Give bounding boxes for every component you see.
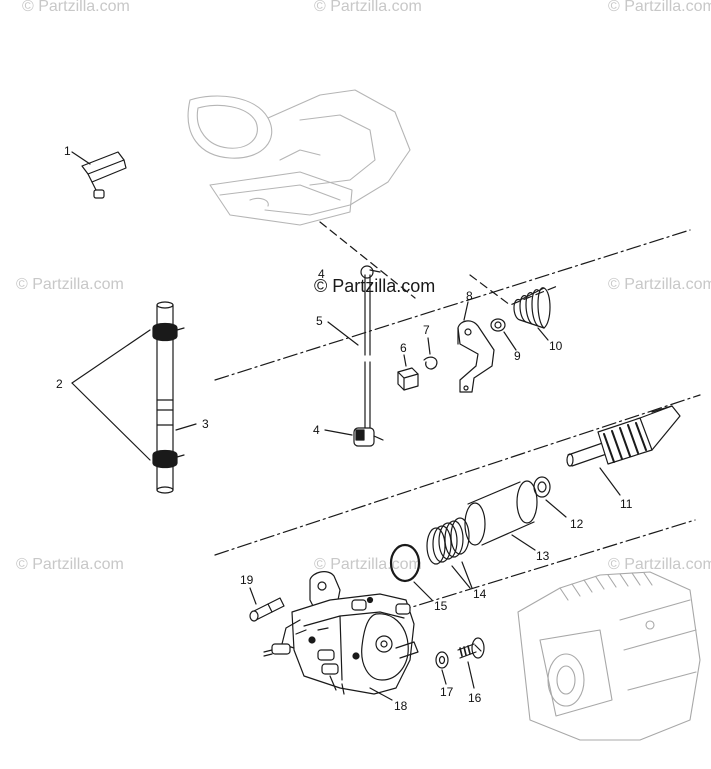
callout-11: 11 xyxy=(620,497,633,511)
callout-1: 1 xyxy=(64,144,71,158)
part-16-screw xyxy=(457,637,485,659)
leader-16 xyxy=(467,661,475,689)
leader-10 xyxy=(537,327,549,341)
leader-9 xyxy=(503,331,517,351)
callout-16: 16 xyxy=(468,691,482,705)
callout-18: 18 xyxy=(394,699,408,713)
watermark: © Partzilla.com xyxy=(314,556,422,573)
callout-13: 13 xyxy=(536,549,550,563)
part-17-washer xyxy=(435,651,449,669)
part-18-oil-pump xyxy=(263,571,419,695)
callout-6: 6 xyxy=(400,341,407,355)
engine-housing-faint xyxy=(187,89,411,226)
leader-17 xyxy=(441,669,447,685)
leader-11 xyxy=(599,467,621,496)
callout-15: 15 xyxy=(434,599,448,613)
callout-4: 4 xyxy=(313,423,320,437)
part-7-clip xyxy=(423,356,438,370)
leader-2b xyxy=(71,382,151,461)
leader-6 xyxy=(403,354,407,367)
part-2-clamp-upper xyxy=(152,322,185,342)
part-9-washer xyxy=(490,318,506,332)
watermark: © Partzilla.com xyxy=(314,0,422,15)
watermark: © Partzilla.com xyxy=(608,276,711,293)
leader-2a xyxy=(71,329,151,384)
part-5-link-rod xyxy=(360,265,381,431)
leader-19 xyxy=(249,587,257,605)
leader-8 xyxy=(463,301,469,321)
watermark: © Partzilla.com xyxy=(16,556,124,573)
watermark: © Partzilla.com xyxy=(22,0,130,15)
watermark: © Partzilla.com xyxy=(608,0,711,15)
callout-9: 9 xyxy=(514,349,521,363)
watermark: © Partzilla.com xyxy=(16,276,124,293)
callout-labels: 1 2 3 4 4 5 6 7 8 9 10 11 12 13 14 15 16… xyxy=(56,144,633,713)
part-19-bolt xyxy=(249,597,285,622)
part-6-nut xyxy=(397,367,419,391)
leader-7 xyxy=(427,337,431,355)
callout-19: 19 xyxy=(240,573,254,587)
callout-7: 7 xyxy=(423,323,430,337)
callout-14: 14 xyxy=(473,587,487,601)
callout-3: 3 xyxy=(202,417,209,431)
part-1-fitting xyxy=(71,151,127,199)
leader-12 xyxy=(545,499,567,518)
callout-10: 10 xyxy=(549,339,563,353)
leader-4 xyxy=(324,429,353,436)
leader-15 xyxy=(413,581,433,601)
leader-3 xyxy=(175,423,197,431)
part-15-o-ring xyxy=(389,543,421,583)
engine-block-faint xyxy=(517,571,701,741)
callout-2: 2 xyxy=(56,377,63,391)
callout-4-upper: 4 xyxy=(318,267,325,281)
callout-12: 12 xyxy=(570,517,584,531)
watermark-center: © Partzilla.com xyxy=(314,276,436,296)
callout-17: 17 xyxy=(440,685,454,699)
leader-13 xyxy=(511,534,536,551)
part-8-bracket xyxy=(457,320,495,393)
watermark: © Partzilla.com xyxy=(608,556,711,573)
part-14-springs xyxy=(426,517,470,565)
leader-14 xyxy=(451,561,473,589)
part-11-gear-shaft xyxy=(566,405,681,467)
leader-18 xyxy=(369,687,393,701)
part-2-clamp-lower xyxy=(152,449,185,469)
part-4-rod-end-lower xyxy=(353,427,384,447)
leader-5 xyxy=(327,321,359,346)
callout-8: 8 xyxy=(466,289,473,303)
part-13-sleeve xyxy=(464,480,538,546)
part-10-spring xyxy=(513,287,551,329)
callout-5: 5 xyxy=(316,314,323,328)
